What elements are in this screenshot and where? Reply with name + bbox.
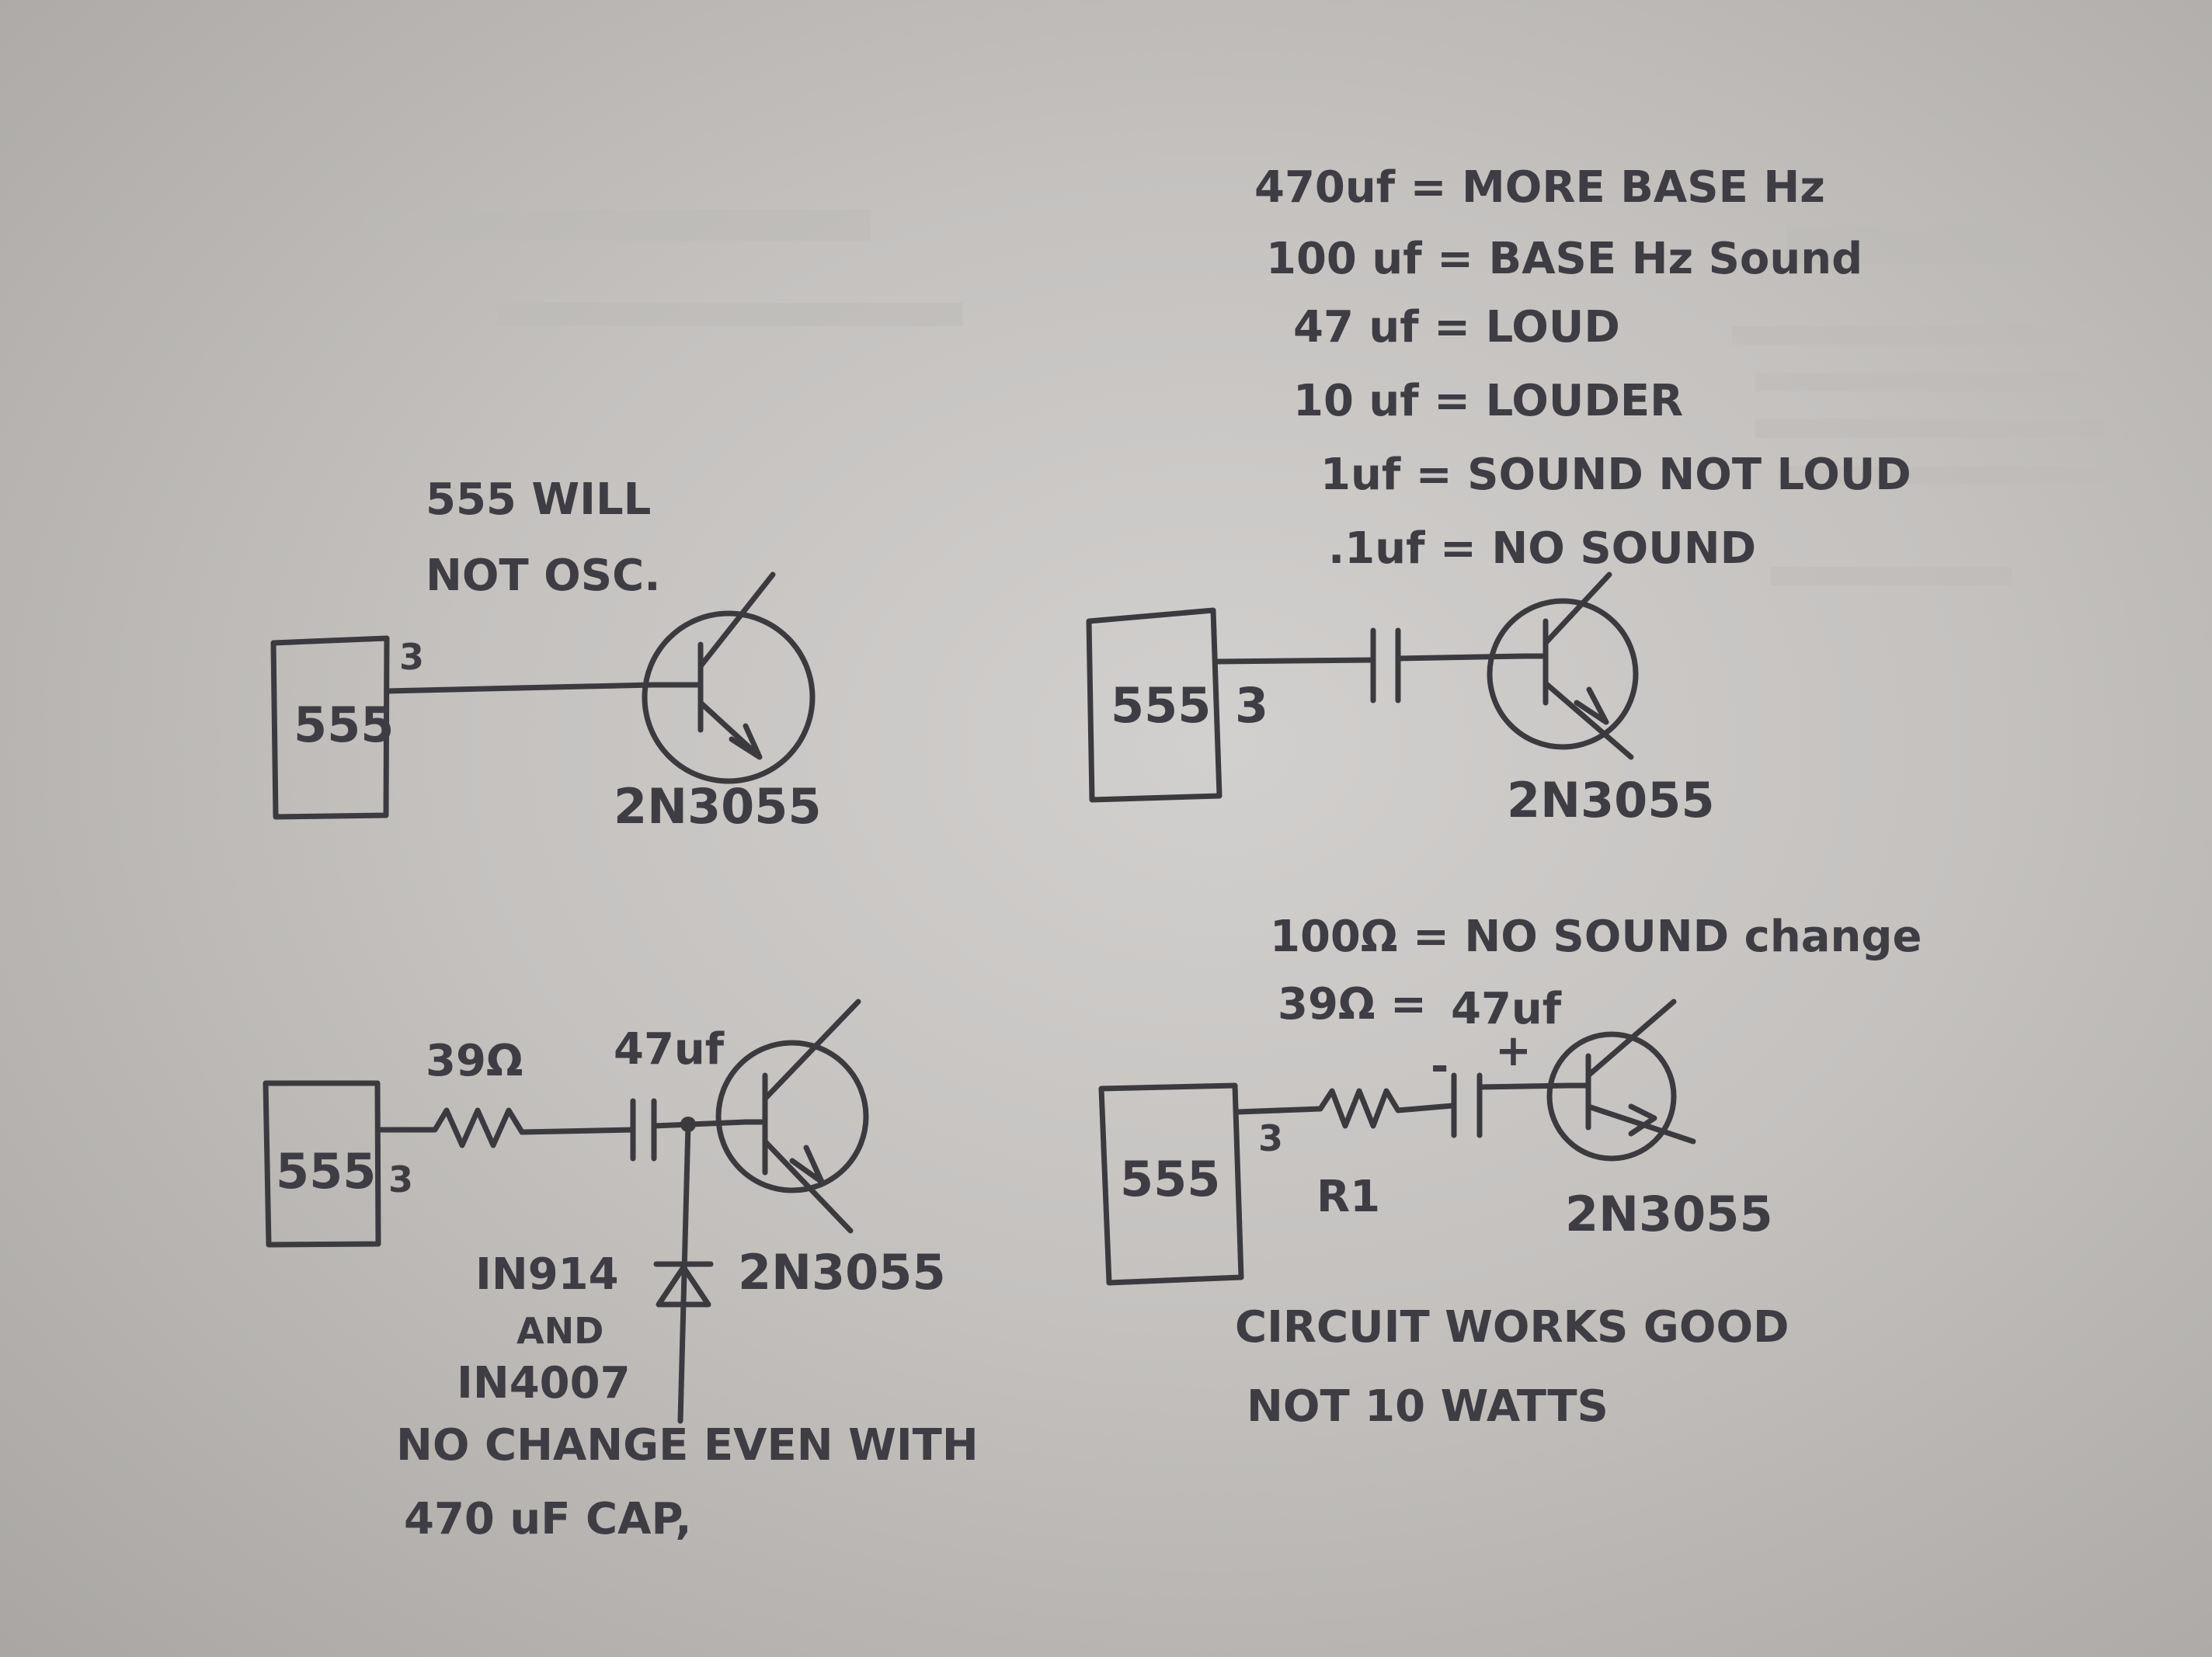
transistor-2n3055 — [715, 999, 869, 1234]
pin-3-label: 3 — [1258, 1117, 1283, 1159]
capacitor-label: 47uf — [1451, 984, 1562, 1034]
cap-note-0-1uf: .1uf = NO SOUND — [1328, 523, 1756, 574]
diode-triangle — [656, 1264, 711, 1308]
output-wire — [1213, 657, 1376, 665]
emitter-lead — [697, 700, 760, 758]
circuit-2: 470uf = MORE BASE Hz 100 uf = BASE Hz So… — [1086, 162, 1911, 828]
circuit-1: 555 WILL NOT OSC. 555 3 2N3055 — [270, 474, 822, 835]
pin-3-label: 3 — [388, 1159, 413, 1200]
collector-lead — [762, 999, 861, 1102]
emitter-arrow-icon — [1574, 686, 1609, 725]
base-wire — [651, 1119, 749, 1129]
diode — [653, 1261, 714, 1308]
emitter-arrow-icon — [729, 723, 763, 760]
ic-555-box — [1086, 607, 1223, 803]
transistor-label: 2N3055 — [1507, 772, 1715, 828]
resistor-note-100-ohm: 100Ω = NO SOUND change — [1270, 912, 1922, 962]
transistor-2n3055 — [1487, 571, 1639, 760]
resistor-r1 — [1235, 1088, 1456, 1129]
ic-555-label: 555 — [294, 696, 394, 753]
capacitor-minus-sign: - — [1431, 1041, 1449, 1092]
capacitor — [630, 1098, 657, 1162]
emitter-lead — [762, 1138, 854, 1234]
resistor-label-r1: R1 — [1316, 1172, 1380, 1222]
capacitor-label: 47uf — [614, 1024, 725, 1075]
resistor-note-39-ohm: 39Ω = — [1278, 979, 1427, 1030]
transistor-2n3055 — [642, 571, 816, 784]
resistor-label: 39Ω — [426, 1036, 523, 1086]
cap-note-47uf: 47 uf = LOUD — [1293, 302, 1620, 353]
collector-lead — [1542, 571, 1612, 646]
cap-note-470uf: 470uf = MORE BASE Hz — [1254, 162, 1825, 213]
cap-note-100uf: 100 uf = BASE Hz Sound — [1266, 234, 1862, 284]
capacitor — [1370, 627, 1401, 703]
transistor-outline — [642, 610, 816, 784]
emitter-arrow-icon — [789, 1145, 825, 1185]
circuit-4-note-line-2: NOT 10 WATTS — [1247, 1381, 1609, 1432]
transistor-outline — [1546, 1031, 1677, 1162]
transistor-outline — [1487, 598, 1639, 750]
cap-note-1uf: 1uf = SOUND NOT LOUD — [1320, 450, 1911, 500]
circuit-1-note-line-1: 555 WILL — [426, 474, 651, 525]
transistor-label: 2N3055 — [738, 1244, 946, 1301]
emitter-lead — [1542, 680, 1634, 760]
circuit-3-note-line-1: NO CHANGE EVEN WITH — [396, 1420, 979, 1471]
cap-note-10uf: 10 uf = LOUDER — [1293, 376, 1683, 426]
base-wire — [1395, 653, 1527, 662]
transistor-outline — [715, 1040, 869, 1193]
circuit-4-note-line-1: CIRCUIT WORKS GOOD — [1235, 1302, 1789, 1353]
pin-3-label: 3 — [399, 636, 424, 678]
circuit-4: 100Ω = NO SOUND change 39Ω = 47uf - + 55… — [1098, 912, 1922, 1432]
ic-555-box — [1098, 1082, 1244, 1286]
circuit-3: 555 3 39Ω 47uf IN914 AND IN4007 2N3055 N… — [263, 999, 979, 1544]
transistor-2n3055 — [1546, 999, 1696, 1162]
ic-555-box — [263, 1080, 381, 1248]
ic-555-label: 555 — [1111, 677, 1211, 734]
diode-label-1n4007: IN4007 — [457, 1358, 631, 1409]
ic-555-box — [270, 635, 390, 820]
transistor-label: 2N3055 — [614, 778, 822, 835]
transistor-label: 2N3055 — [1565, 1186, 1773, 1242]
capacitor-plus-sign: + — [1495, 1026, 1532, 1076]
capacitor-electrolytic — [1451, 1072, 1483, 1138]
collector-lead — [697, 571, 776, 669]
emitter-arrow-icon — [1628, 1103, 1657, 1137]
circuit-1-note-line-2: NOT OSC. — [426, 551, 660, 601]
diode-label-and: AND — [516, 1310, 603, 1352]
base-wire — [1476, 1082, 1572, 1090]
ic-555-label: 555 — [276, 1143, 376, 1200]
collector-lead — [1585, 999, 1677, 1079]
ic-555-label: 555 — [1120, 1151, 1220, 1207]
diode-label-1n914: IN914 — [475, 1249, 619, 1300]
pin-3-label: 3 — [1235, 677, 1268, 734]
output-wire — [384, 682, 656, 694]
resistor-39-ohm — [376, 1107, 636, 1148]
circuit-3-note-line-2: 470 uF CAP, — [404, 1494, 691, 1544]
